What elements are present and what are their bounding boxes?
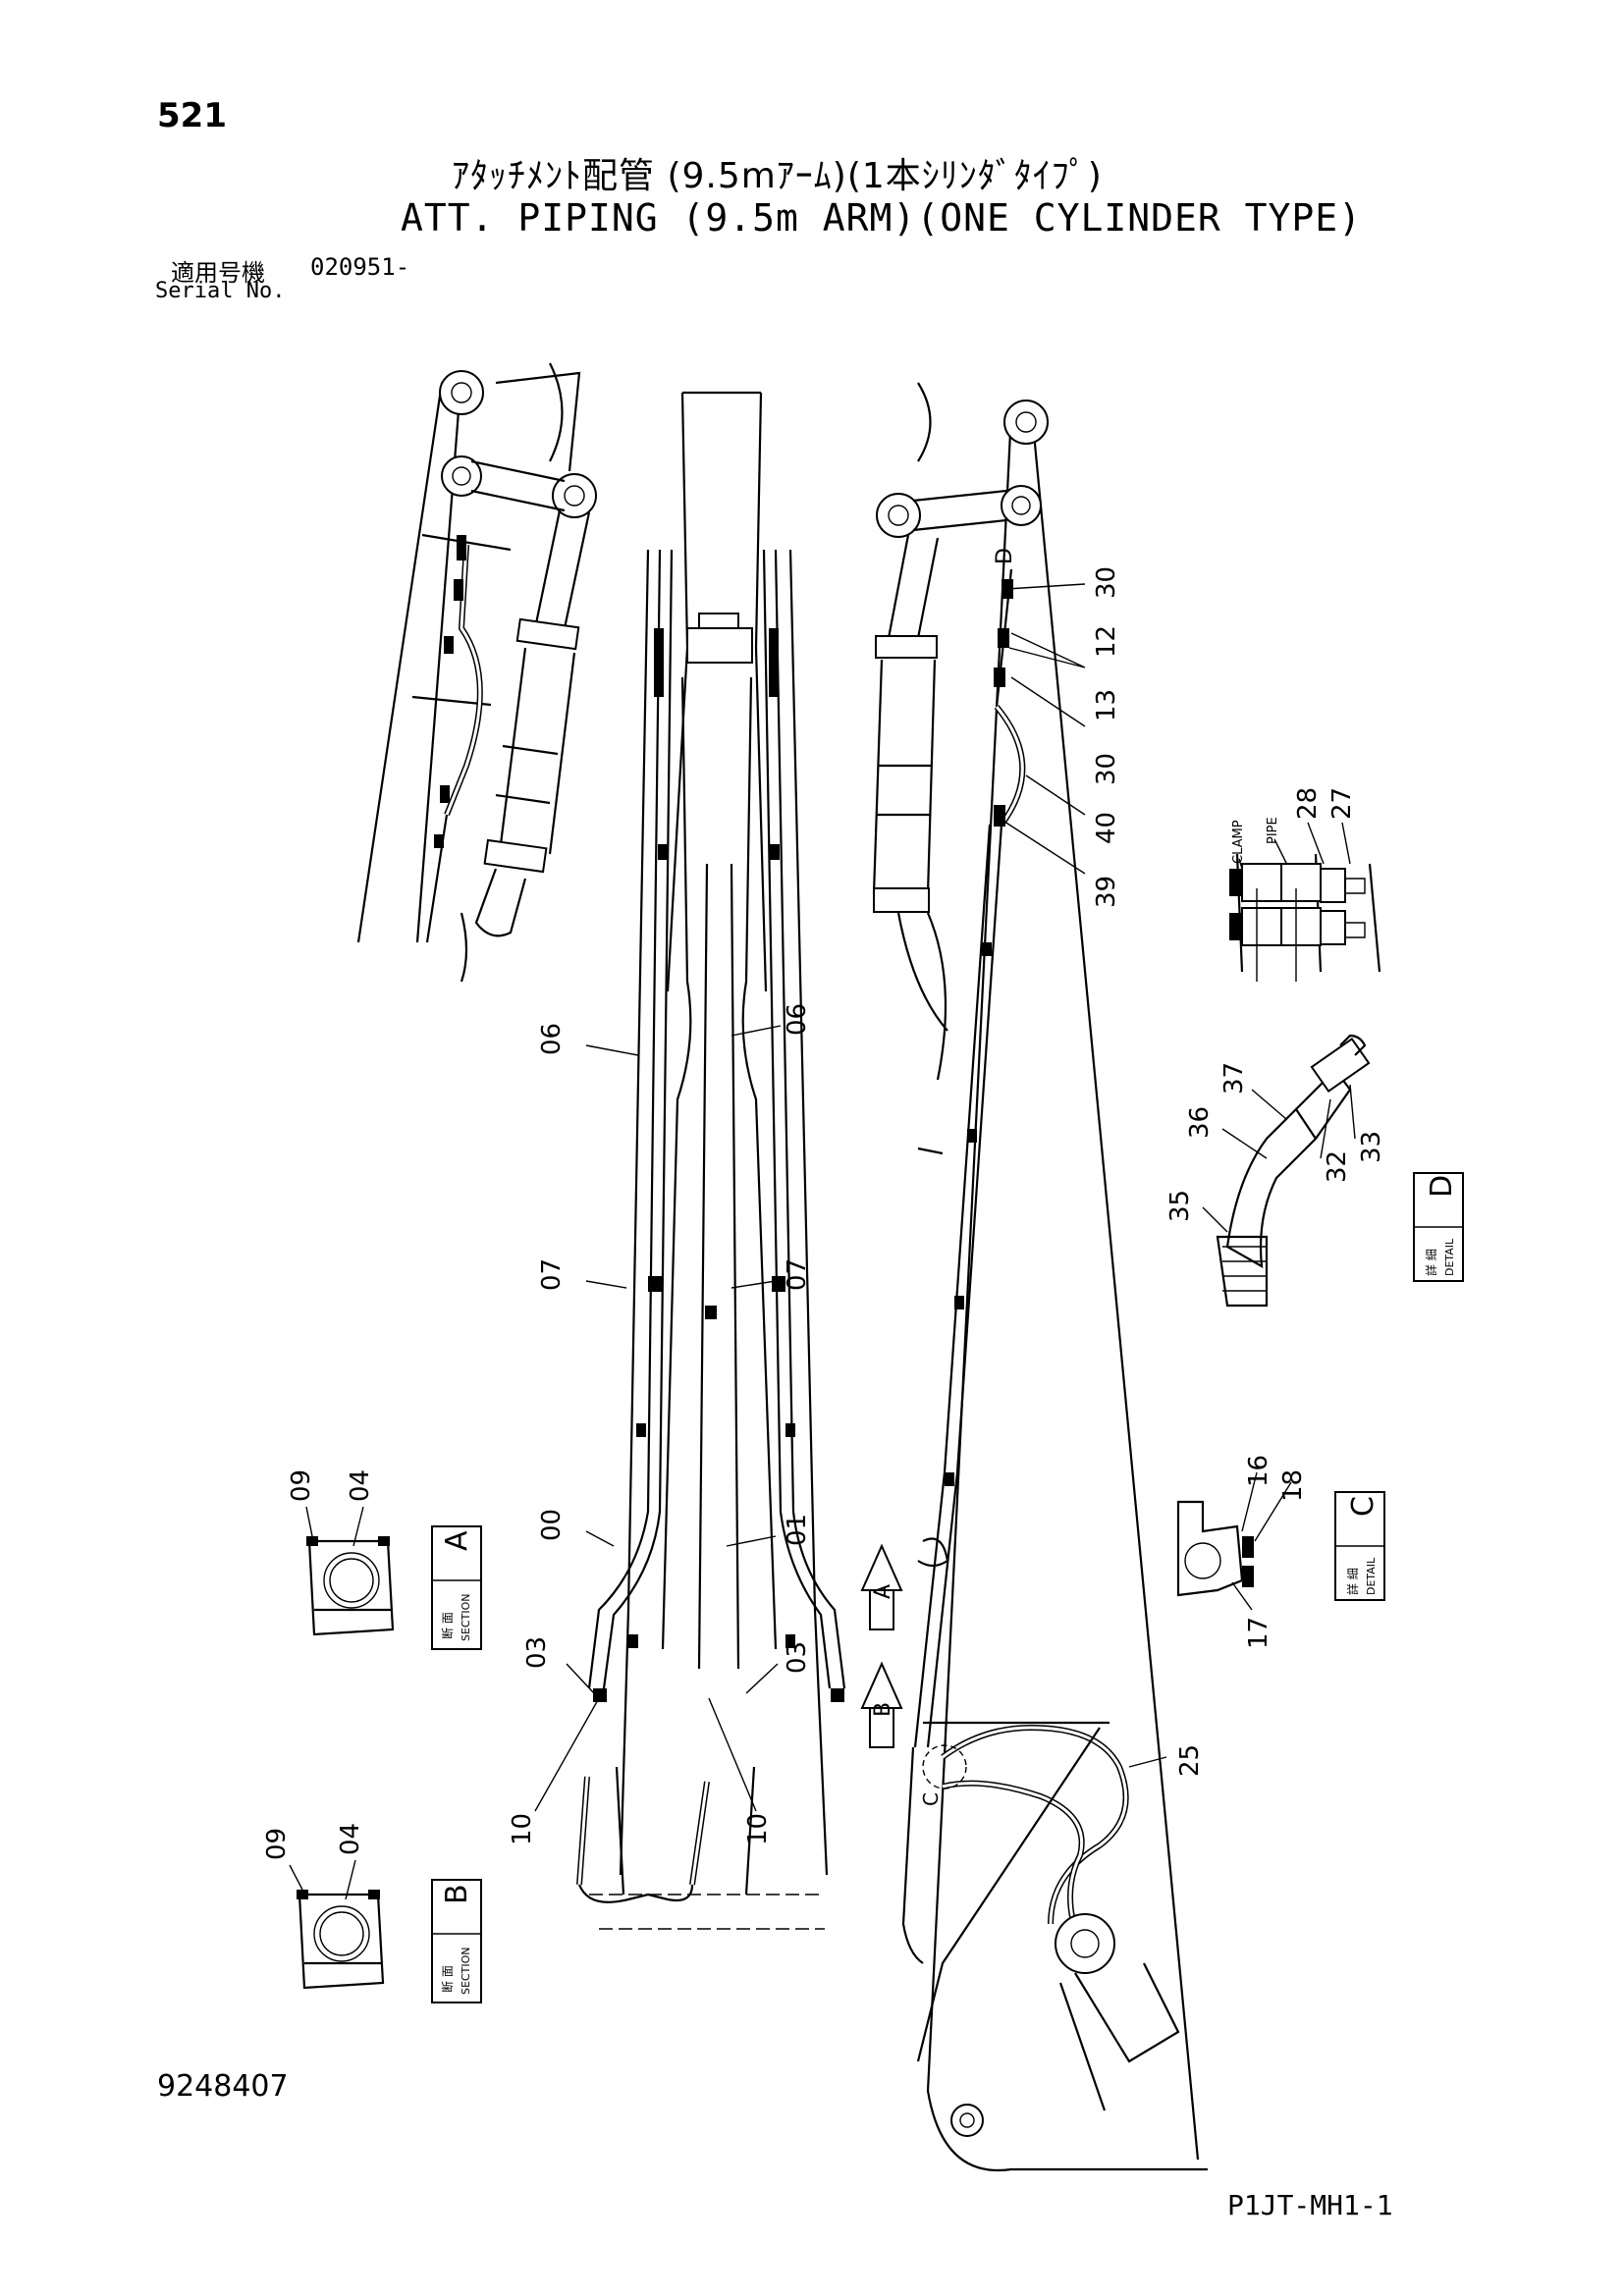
callout-10-right: 10 — [743, 1813, 773, 1845]
callout-30-bottom: 30 — [1092, 753, 1121, 785]
svg-text:C: C — [1346, 1496, 1380, 1517]
svg-text:SECTION: SECTION — [460, 1948, 472, 1995]
serial-value: 020951- — [310, 253, 410, 281]
svg-text:DETAIL: DETAIL — [1443, 1238, 1456, 1276]
detail-c: 16 18 17 C 詳 細 DETAIL — [1176, 1455, 1385, 1649]
pipe-label: PIPE — [1266, 817, 1280, 844]
detail-d: 35 36 37 32 33 D 詳 細 DETAIL — [1165, 1034, 1464, 1308]
svg-text:D: D — [1425, 1175, 1459, 1198]
callout-16: 16 — [1244, 1455, 1273, 1487]
svg-text:SECTION: SECTION — [460, 1594, 472, 1641]
callout-36: 36 — [1185, 1106, 1215, 1139]
svg-text:DETAIL: DETAIL — [1365, 1557, 1378, 1595]
callout-b-04: 04 — [336, 1823, 365, 1855]
callout-03-right: 03 — [783, 1641, 812, 1674]
callout-18: 18 — [1278, 1469, 1308, 1502]
serial-label-japanese: 適用号機 — [171, 259, 265, 287]
center-top-view — [576, 391, 846, 1930]
section-b: 09 04 B 断 面 SECTION — [262, 1823, 482, 2003]
svg-text:断 面: 断 面 — [440, 1965, 455, 1993]
callout-03-left: 03 — [522, 1636, 552, 1669]
svg-text:詳 細: 詳 細 — [1345, 1568, 1360, 1595]
callout-17: 17 — [1244, 1617, 1273, 1649]
callout-25: 25 — [1175, 1744, 1205, 1777]
callout-37: 37 — [1219, 1062, 1249, 1095]
svg-text:断 面: 断 面 — [440, 1612, 455, 1639]
callout-27: 27 — [1327, 787, 1357, 820]
svg-text:B: B — [871, 1702, 895, 1717]
title-japanese: ｱﾀｯﾁﾒﾝﾄ配管 (9.5mｱｰﾑ)(1本ｼﾘﾝﾀﾞﾀｲﾌﾟ) — [452, 156, 1103, 196]
callout-06-right: 06 — [783, 1003, 812, 1036]
callout-13: 13 — [1092, 689, 1121, 721]
callout-10-left: 10 — [508, 1813, 537, 1845]
callout-a-04: 04 — [346, 1469, 375, 1502]
callout-32: 32 — [1323, 1150, 1352, 1183]
title-english: ATT. PIPING (9.5m ARM)(ONE CYLINDER TYPE… — [401, 196, 1362, 240]
callout-06-left: 06 — [537, 1023, 567, 1055]
callout-33: 33 — [1357, 1131, 1386, 1163]
page-number: 521 — [157, 96, 227, 135]
callout-07-right: 07 — [783, 1258, 812, 1291]
svg-text:A: A — [871, 1584, 895, 1599]
reference-code: P1JT-MH1-1 — [1227, 2189, 1393, 2221]
clamp-label: CLAMP — [1231, 820, 1246, 864]
callout-b-09: 09 — [262, 1828, 292, 1860]
clamp-detail: CLAMP PIPE 28 27 — [1229, 787, 1381, 982]
callout-40: 40 — [1092, 812, 1121, 844]
svg-text:B: B — [440, 1884, 474, 1904]
callout-07-left: 07 — [537, 1258, 567, 1291]
section-a: 09 04 A 断 面 SECTION — [287, 1469, 482, 1650]
serial-label-english: Serial No. — [155, 279, 286, 303]
svg-text:A: A — [440, 1530, 474, 1551]
marker-d: D — [993, 548, 1017, 564]
marker-b: B — [860, 1661, 903, 1748]
leader-lines — [534, 583, 1167, 1812]
callout-35: 35 — [1165, 1190, 1195, 1222]
callout-12: 12 — [1092, 625, 1121, 658]
svg-text:詳 細: 詳 細 — [1424, 1249, 1438, 1276]
callout-39: 39 — [1092, 876, 1121, 908]
callout-01: 01 — [783, 1514, 812, 1546]
callout-00: 00 — [537, 1509, 567, 1541]
marker-a: A — [860, 1543, 903, 1630]
document-number: 9248407 — [157, 2069, 289, 2104]
callout-numbers: 06 06 07 07 00 01 03 03 10 10 30 12 13 3… — [508, 566, 1205, 1845]
marker-c: C — [919, 1792, 943, 1806]
callout-30-top: 30 — [1092, 566, 1121, 599]
callout-28: 28 — [1293, 787, 1323, 820]
left-arm-view — [356, 362, 597, 983]
right-arm-view — [872, 382, 1208, 2172]
callout-a-09: 09 — [287, 1469, 316, 1502]
